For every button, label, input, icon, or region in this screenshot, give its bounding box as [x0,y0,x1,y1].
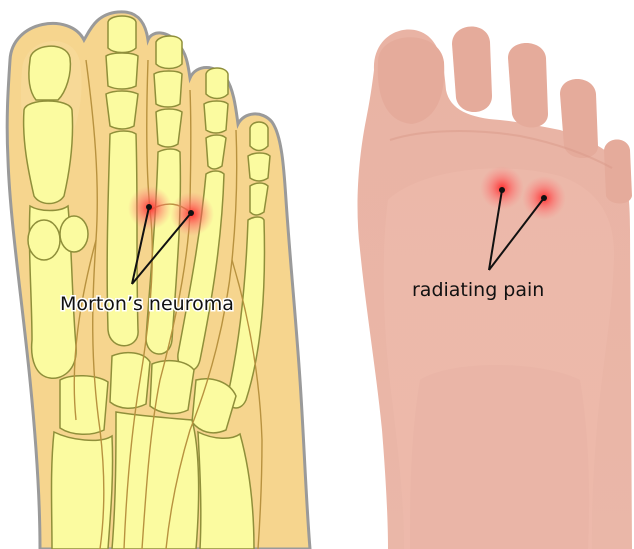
skeletal-foot: Morton’s neuroma [7,12,310,549]
toe-5 [604,140,632,204]
sole-foot: radiating pain [358,26,632,549]
toe-2 [452,26,492,112]
neuroma-label: Morton’s neuroma [60,293,234,315]
pain-label: radiating pain [412,279,544,301]
toe-3 [508,43,548,128]
neuroma-point-2 [188,210,194,216]
toe-4 [560,79,598,158]
neuroma-point-1 [146,204,152,210]
pain-point-1 [499,187,505,193]
sole-heel-shadow [410,365,589,549]
pain-point-2 [541,195,547,201]
